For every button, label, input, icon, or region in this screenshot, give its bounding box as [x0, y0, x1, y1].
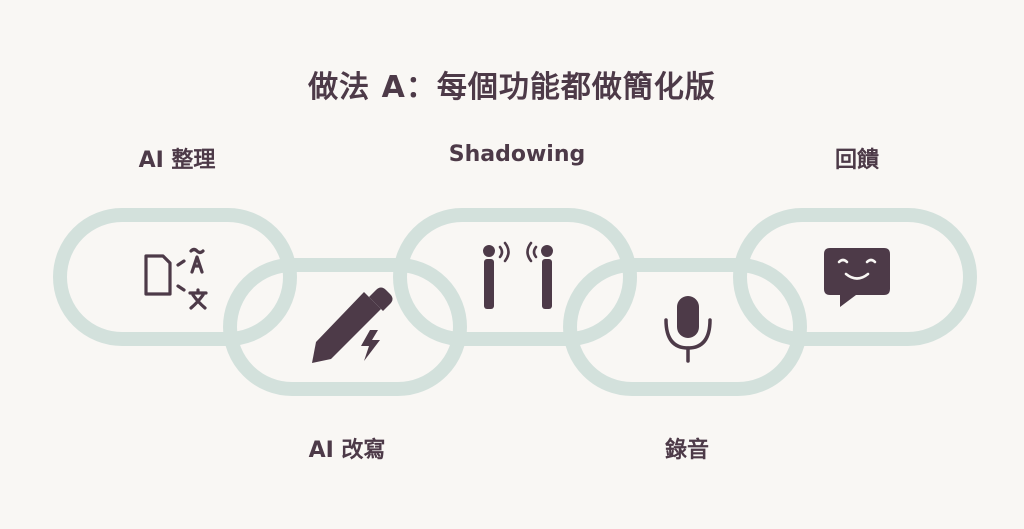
smiley-chat-icon	[824, 248, 890, 307]
step-label-shadowing: Shadowing	[448, 142, 586, 167]
step-label-feedback: 回饋	[834, 148, 879, 173]
chain-link-5	[733, 208, 977, 346]
document-translate-icon	[144, 247, 208, 310]
page-title: 做法 A：每個功能都做簡化版	[308, 70, 716, 105]
microphone-icon	[664, 296, 712, 363]
chain-link-3	[393, 208, 637, 346]
pen-sparkle-icon	[312, 287, 393, 363]
chain-link-2	[223, 258, 467, 396]
shadowing-speakers-icon	[483, 241, 553, 309]
chain-link-1	[53, 208, 297, 346]
step-label-recording: 錄音	[664, 438, 709, 463]
step-label-ai-organize: AI 整理	[138, 148, 216, 173]
chain-link-4	[563, 258, 807, 396]
step-label-ai-rewrite: AI 改寫	[308, 438, 386, 463]
